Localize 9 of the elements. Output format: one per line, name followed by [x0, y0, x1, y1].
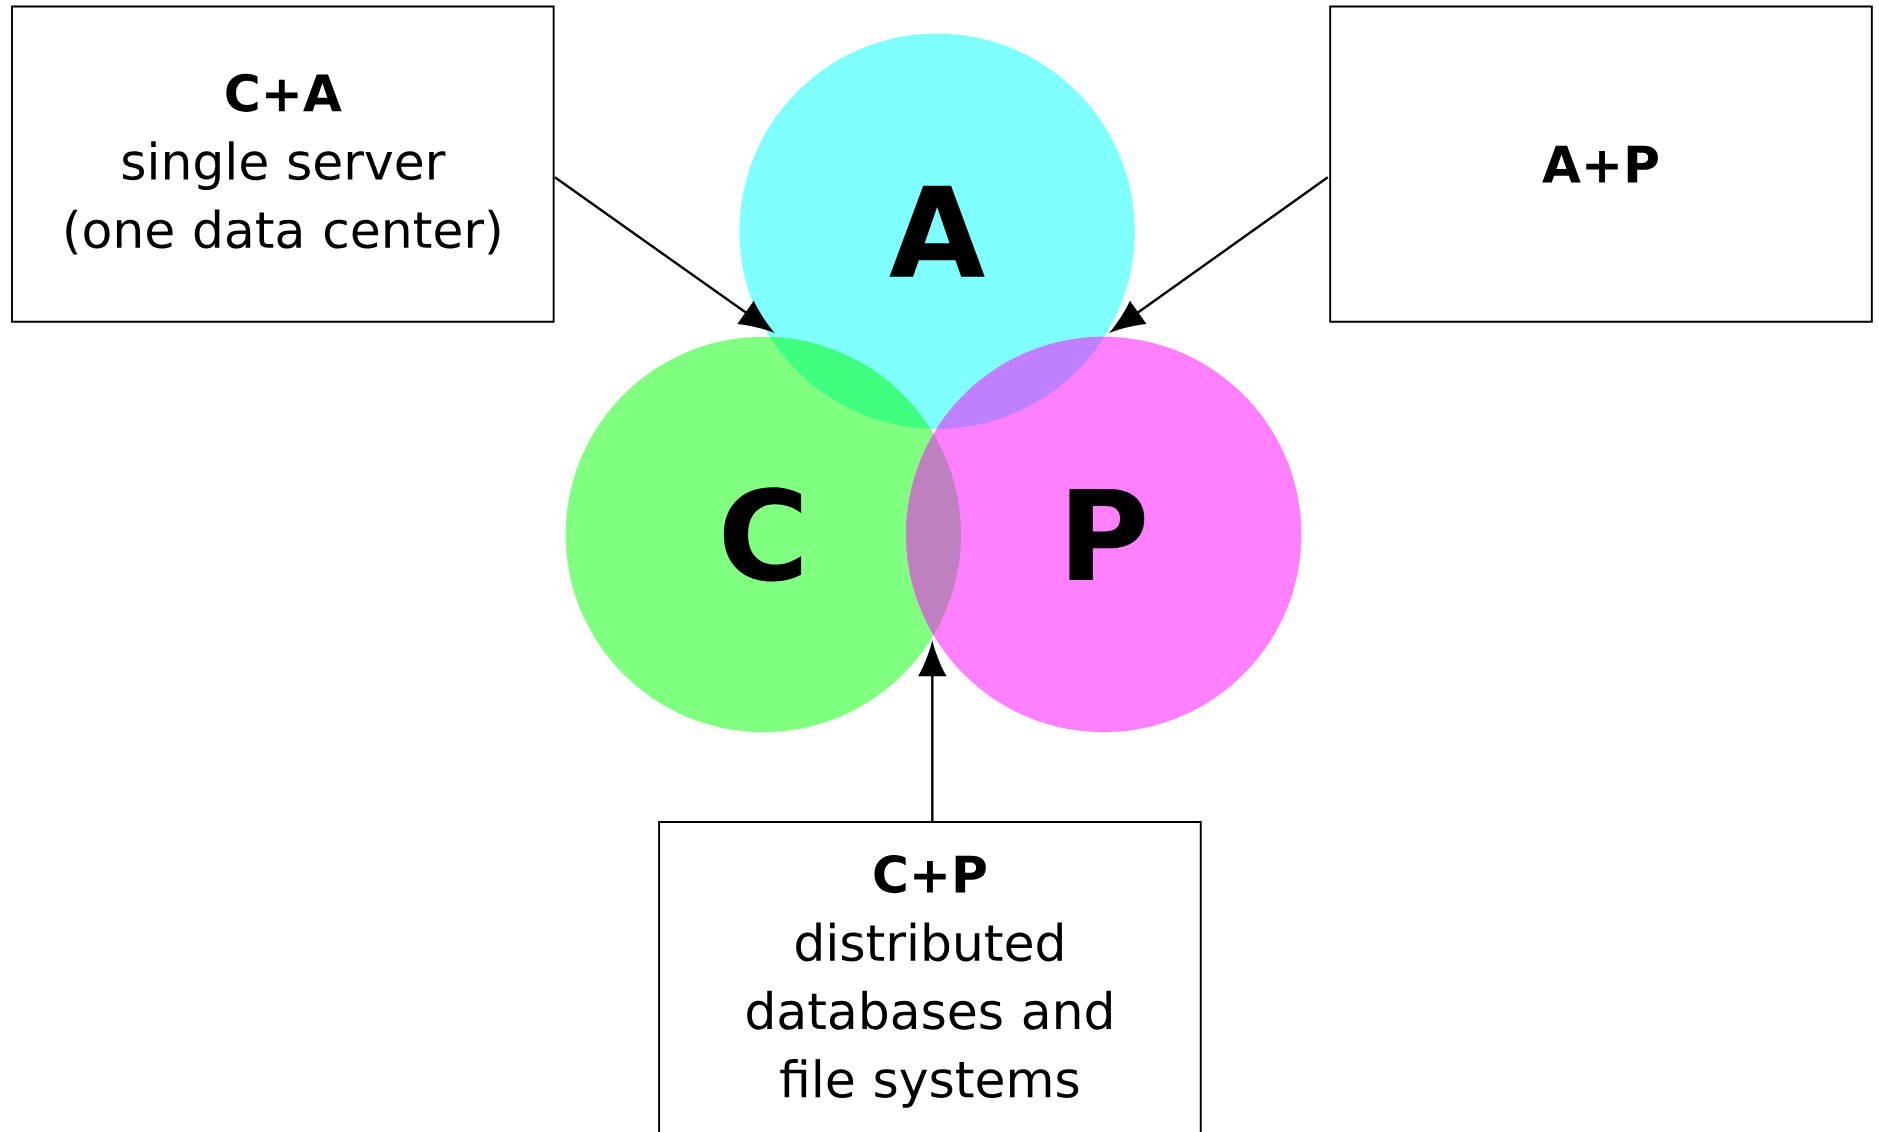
leader-arrow — [554, 176, 773, 332]
leader-arrow — [1111, 176, 1329, 332]
overlap-region — [936, 336, 1105, 429]
overlap-region — [769, 336, 931, 429]
overlap-region — [905, 433, 962, 635]
text-box: C+A single server (one data center) — [11, 5, 555, 323]
text-box: A+P — [1329, 5, 1873, 323]
text-box: C+P distributed databases and file systems — [658, 820, 1202, 1132]
leader-arrow — [918, 643, 946, 822]
